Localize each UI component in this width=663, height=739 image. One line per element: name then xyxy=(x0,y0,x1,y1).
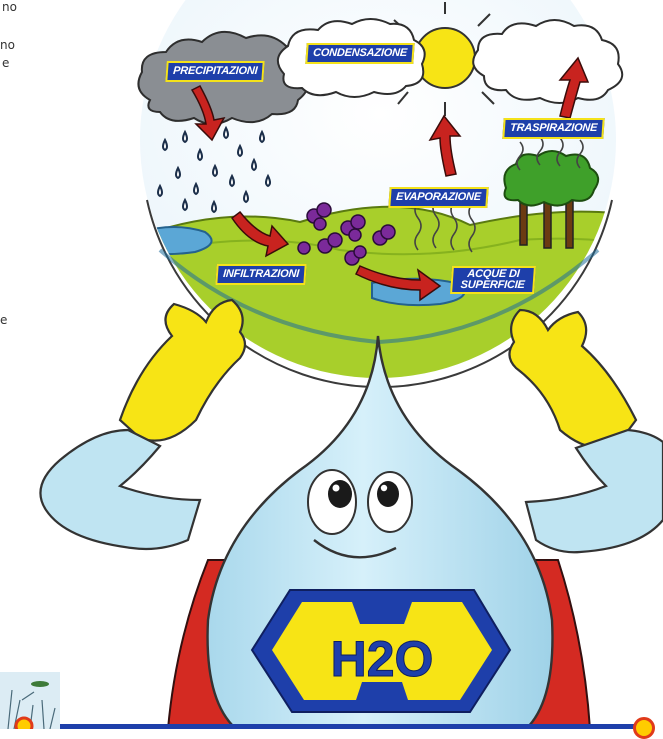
side-text-3: e xyxy=(2,56,10,70)
right-arm xyxy=(524,428,663,554)
label-precipitazioni: PRECIPITAZIONI xyxy=(165,61,266,82)
flowers-icon xyxy=(297,202,396,266)
side-text-2: no xyxy=(0,38,15,52)
left-eye-icon xyxy=(307,469,357,535)
left-glove xyxy=(118,298,247,442)
side-text-1: no xyxy=(2,0,17,14)
right-glove xyxy=(508,308,638,449)
h2o-emblem: H2O xyxy=(250,589,512,713)
label-acque-di-superficie: ACQUE DI SUPERFICIE xyxy=(450,266,536,294)
bottom-bar xyxy=(60,724,635,729)
trees-icon xyxy=(503,150,600,249)
label-infiltrazioni: INFILTRAZIONI xyxy=(215,264,307,285)
corner-dot-right xyxy=(633,717,655,739)
smile xyxy=(313,539,397,559)
h2o-logo-text: H2O xyxy=(331,631,434,687)
left-arm xyxy=(39,428,202,551)
label-evaporazione: EVAPORAZIONE xyxy=(388,187,489,208)
side-text-4: e xyxy=(0,313,8,327)
rain-drops xyxy=(157,125,271,214)
label-condensazione: CONDENSAZIONE xyxy=(305,43,415,64)
cycle-arrows xyxy=(190,56,590,302)
right-eye-icon xyxy=(367,471,413,533)
label-traspirazione: TRASPIRAZIONE xyxy=(502,118,605,139)
vapor-lines xyxy=(414,136,584,253)
corner-thumbnail xyxy=(0,672,60,729)
